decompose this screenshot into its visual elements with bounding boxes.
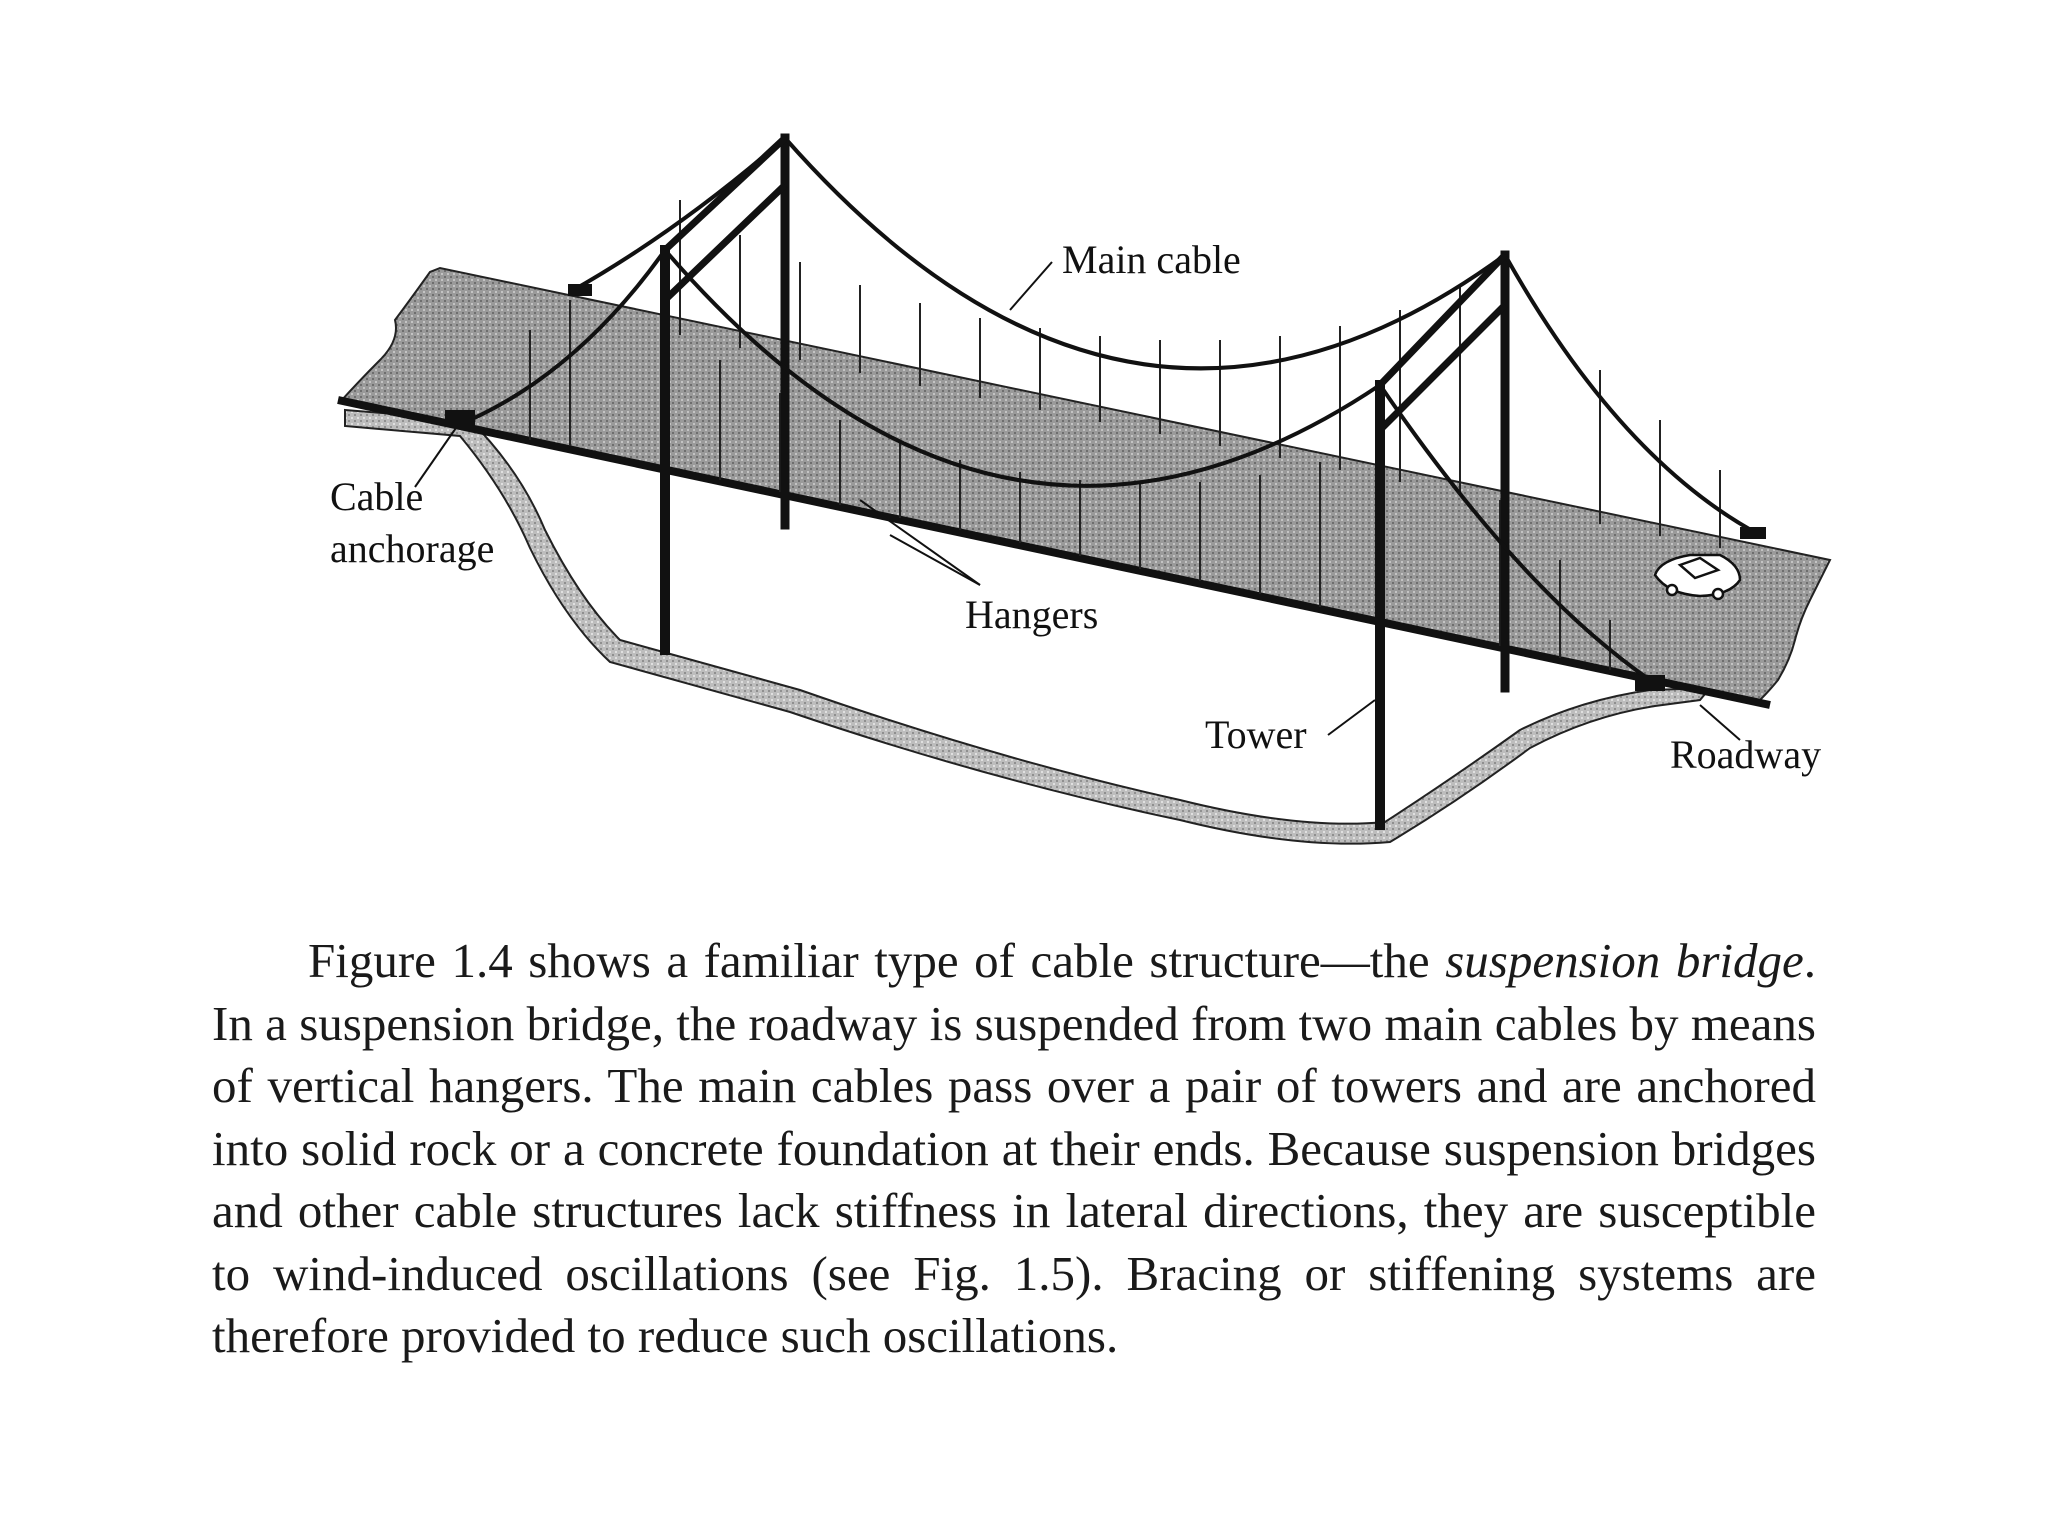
label-cable: Cable [330,474,423,519]
back-towers [780,133,1510,693]
anchorage-block-right-far [1740,527,1766,539]
car-icon [1653,553,1742,601]
label-tower: Tower [1205,712,1307,757]
suspension-bridge-figure: Main cable Cable anchorage Hangers Tower… [330,133,1832,845]
paragraph-text-1: Figure 1.4 shows a familiar type of cabl… [308,933,1446,988]
back-hangers [679,200,1721,548]
paragraph-text-2: . In a suspension bridge, the roadway is… [212,933,1817,1363]
label-hangers: Hangers [965,592,1098,637]
label-main-cable: Main cable [1062,237,1241,282]
anchorage-block-right [1635,675,1665,691]
front-towers [660,245,1385,830]
tower-tops [662,135,1508,433]
label-anchorage: anchorage [330,526,494,571]
body-paragraph: Figure 1.4 shows a familiar type of cabl… [212,930,1816,1368]
roadway-front-edge [337,396,1771,709]
anchorage-block-left-far [568,284,592,296]
leader-lines [414,261,1741,741]
river-bank [344,408,1713,845]
term-suspension-bridge: suspension bridge [1445,933,1804,988]
anchorage-block-left [445,410,475,426]
label-roadway: Roadway [1670,732,1821,777]
